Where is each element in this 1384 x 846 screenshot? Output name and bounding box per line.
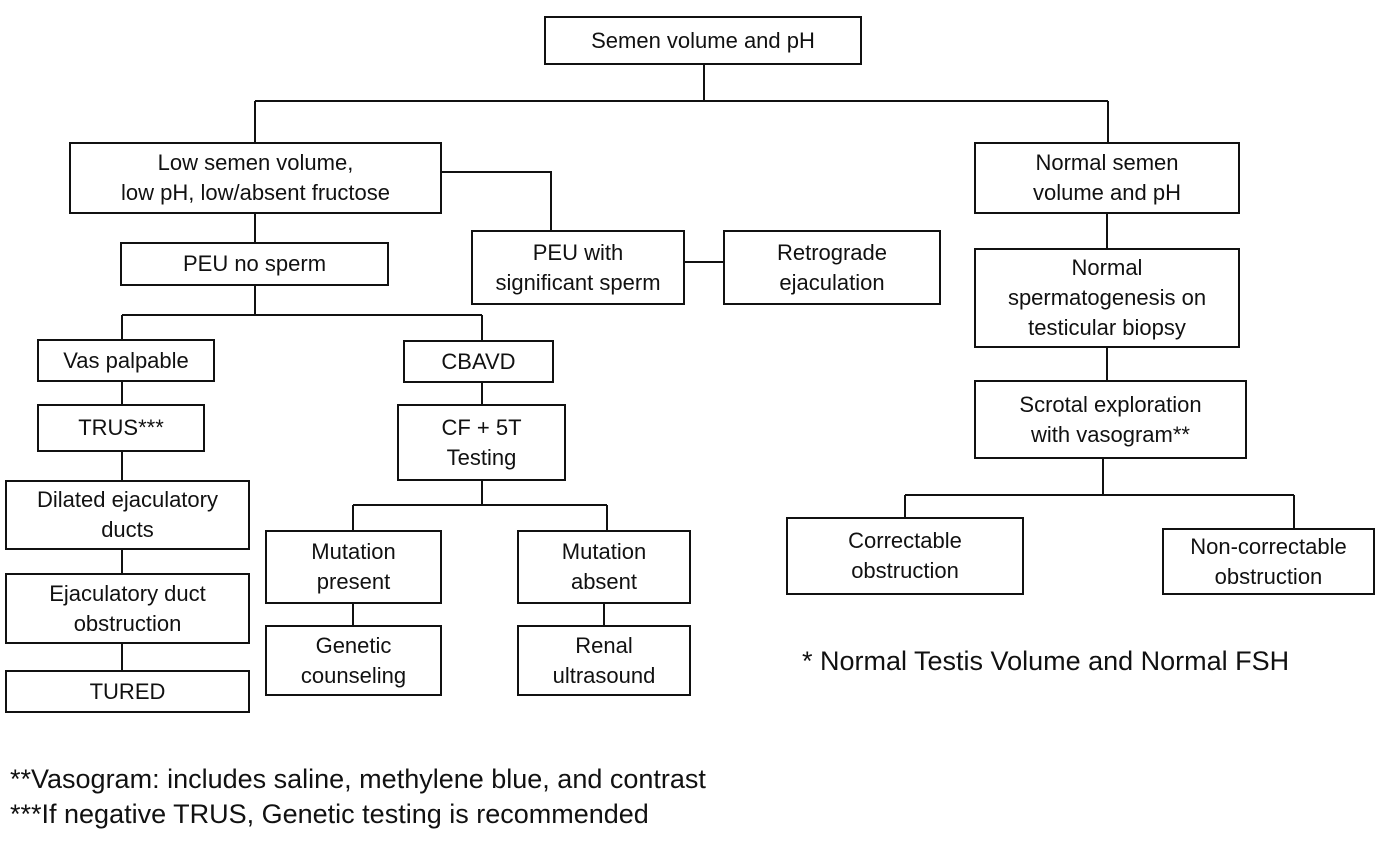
connector-peu-no-sperm bbox=[121, 285, 483, 341]
node-peu-significant-sperm: PEU with significant sperm bbox=[471, 230, 685, 305]
node-normal-semen-volume: Normal semen volume and pH bbox=[974, 142, 1240, 214]
node-cbavd: CBAVD bbox=[403, 340, 554, 383]
connector-mutation-outcomes bbox=[352, 603, 605, 626]
node-correctable-obstruction: Correctable obstruction bbox=[786, 517, 1024, 595]
node-trus: TRUS*** bbox=[37, 404, 205, 452]
connector-low-volume bbox=[254, 171, 552, 243]
node-mutation-present: Mutation present bbox=[265, 530, 442, 604]
footnote-testis: * Normal Testis Volume and Normal FSH bbox=[802, 646, 1290, 676]
node-genetic-counseling: Genetic counseling bbox=[265, 625, 442, 696]
node-peu-no-sperm: PEU no sperm bbox=[120, 242, 389, 286]
node-semen-volume-ph: Semen volume and pH bbox=[544, 16, 862, 65]
connector-root bbox=[254, 64, 1109, 143]
footnote-trus: ***If negative TRUS, Genetic testing is … bbox=[10, 799, 649, 829]
node-vas-palpable: Vas palpable bbox=[37, 339, 215, 382]
node-noncorrectable-obstruction: Non-correctable obstruction bbox=[1162, 528, 1375, 595]
node-ejaculatory-duct-obstruction: Ejaculatory duct obstruction bbox=[5, 573, 250, 644]
node-tured: TURED bbox=[5, 670, 250, 713]
node-mutation-absent: Mutation absent bbox=[517, 530, 691, 604]
node-retrograde-ejaculation: Retrograde ejaculation bbox=[723, 230, 941, 305]
node-low-semen-volume: Low semen volume, low pH, low/absent fru… bbox=[69, 142, 442, 214]
node-renal-ultrasound: Renal ultrasound bbox=[517, 625, 691, 696]
connector-scrotal bbox=[904, 458, 1295, 529]
node-cf-5t-testing: CF + 5T Testing bbox=[397, 404, 566, 481]
node-normal-spermatogenesis: Normal spermatogenesis on testicular bio… bbox=[974, 248, 1240, 348]
footnote-vasogram: **Vasogram: includes saline, methylene b… bbox=[10, 764, 706, 794]
node-scrotal-exploration: Scrotal exploration with vasogram** bbox=[974, 380, 1247, 459]
node-dilated-ejaculatory-ducts: Dilated ejaculatory ducts bbox=[5, 480, 250, 550]
connector-cbavd-chain bbox=[352, 382, 608, 531]
